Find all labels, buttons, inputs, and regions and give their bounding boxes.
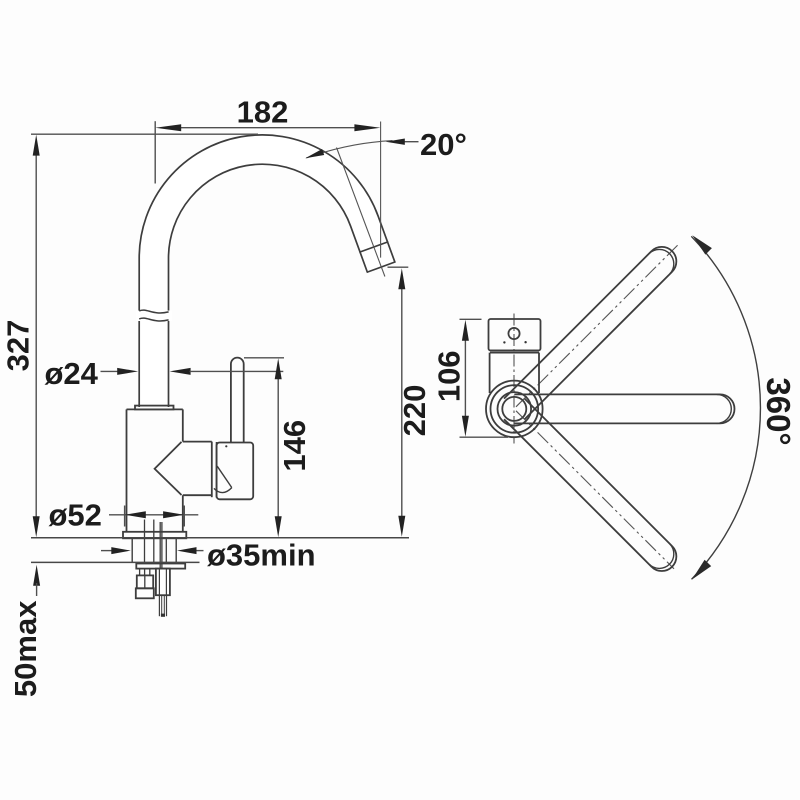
svg-text:ø24: ø24 — [45, 356, 99, 391]
svg-text:327: 327 — [1, 320, 36, 372]
svg-text:ø52: ø52 — [49, 497, 102, 532]
svg-text:360°: 360° — [760, 377, 797, 445]
svg-text:106: 106 — [432, 350, 467, 402]
svg-text:ø35min: ø35min — [207, 537, 316, 572]
svg-text:220: 220 — [397, 385, 432, 437]
svg-text:20°: 20° — [420, 127, 467, 162]
svg-text:182: 182 — [237, 95, 289, 130]
svg-text:146: 146 — [277, 420, 312, 472]
svg-text:50max: 50max — [8, 600, 43, 697]
